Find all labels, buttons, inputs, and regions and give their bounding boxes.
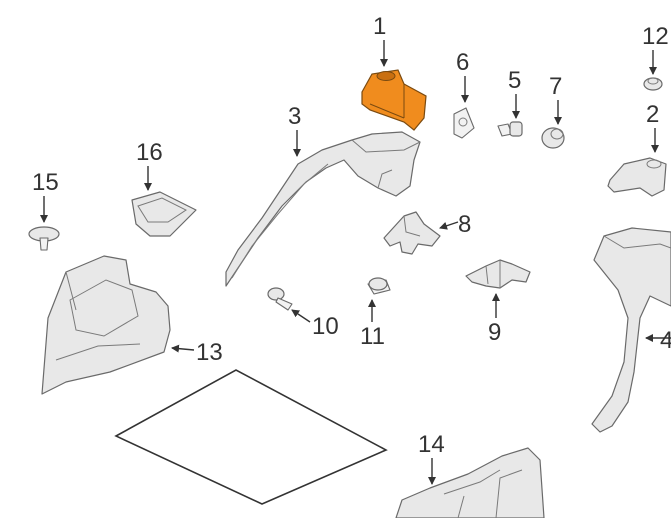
part-4-right-quarter-trim[interactable] bbox=[591, 227, 671, 433]
callout-8: 8 bbox=[458, 211, 471, 238]
part-11-pin-clip[interactable] bbox=[367, 277, 391, 295]
callout-2: 2 bbox=[646, 101, 659, 128]
callout-9: 9 bbox=[488, 319, 501, 346]
callout-5: 5 bbox=[508, 67, 521, 94]
part-3-quarter-trim-panel[interactable] bbox=[225, 131, 421, 287]
part-5-screw[interactable] bbox=[497, 121, 523, 137]
callout-1: 1 bbox=[373, 13, 386, 40]
callout-16: 16 bbox=[136, 139, 163, 166]
callout-14: 14 bbox=[418, 431, 445, 458]
part-13-side-compartment-trim[interactable] bbox=[41, 255, 171, 395]
part-9-mount-bracket[interactable] bbox=[465, 259, 531, 289]
part-2-right-bracket[interactable] bbox=[607, 157, 667, 197]
leader-8 bbox=[439, 221, 459, 230]
callout-10: 10 bbox=[312, 313, 339, 340]
callout-7: 7 bbox=[549, 73, 562, 100]
part-6-clip-nut[interactable] bbox=[453, 107, 475, 139]
part-15-push-pin[interactable] bbox=[28, 226, 60, 251]
callout-4: 4 bbox=[660, 327, 671, 354]
part-7-plug-cap[interactable] bbox=[541, 127, 565, 149]
part-10-push-clip[interactable] bbox=[267, 287, 293, 311]
part-12-cap[interactable] bbox=[643, 77, 663, 91]
leader-10 bbox=[291, 309, 311, 323]
part-14-lower-trim[interactable] bbox=[395, 447, 545, 518]
callout-11: 11 bbox=[360, 323, 385, 350]
callout-15: 15 bbox=[32, 169, 59, 196]
callout-6: 6 bbox=[456, 49, 469, 76]
part-16-storage-box[interactable] bbox=[131, 191, 197, 237]
part-8-bracket[interactable] bbox=[383, 211, 441, 255]
callout-3: 3 bbox=[288, 103, 301, 130]
callout-13: 13 bbox=[196, 339, 223, 366]
leader-13 bbox=[171, 344, 195, 353]
part-1-highlighted-bracket[interactable] bbox=[361, 69, 427, 131]
callout-12: 12 bbox=[642, 23, 669, 50]
floor-mat bbox=[114, 369, 388, 505]
